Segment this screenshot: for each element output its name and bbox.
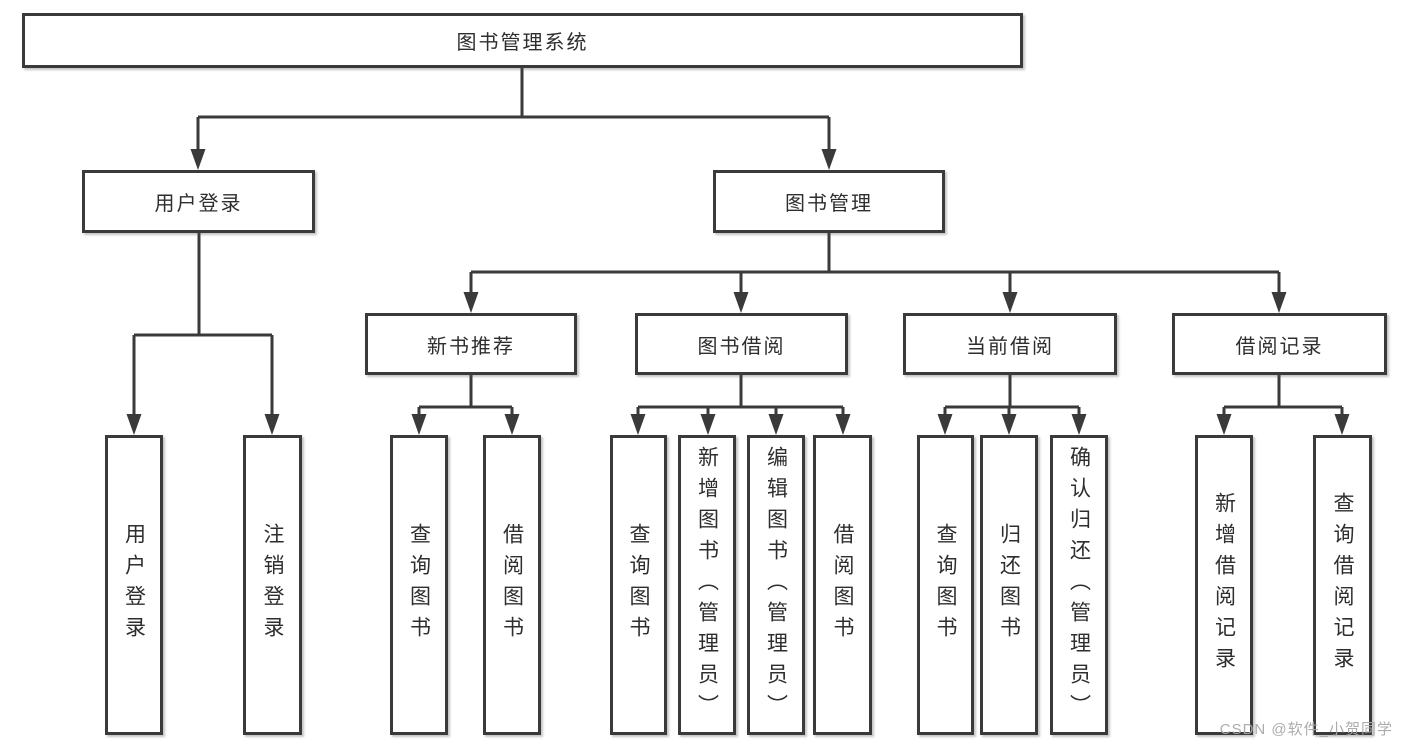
node-user-login-branch: 用户登录 <box>82 170 315 233</box>
node-label: 新增借阅记录 <box>1212 492 1236 678</box>
arrowhead-icon <box>264 414 280 435</box>
node-label: 查询借阅记录 <box>1331 492 1354 678</box>
arrowhead-icon <box>835 414 851 435</box>
node-label: 确认归还（管理员） <box>1067 445 1091 725</box>
node-leaf-add-borrow-record: 新增借阅记录 <box>1195 435 1253 735</box>
arrowhead-icon <box>1271 292 1287 313</box>
arrowhead-icon <box>937 414 953 435</box>
node-leaf-user-login: 用户登录 <box>105 435 163 735</box>
node-label: 图书借阅 <box>697 335 786 358</box>
node-leaf-query-book-3: 查询图书 <box>917 435 974 735</box>
arrowhead-icon <box>630 414 646 435</box>
node-leaf-borrow-book-1: 借阅图书 <box>483 435 541 735</box>
arrowhead-icon <box>821 149 837 170</box>
node-new-book-recommend: 新书推荐 <box>365 313 577 375</box>
node-label: 查询图书 <box>407 523 431 647</box>
arrowhead-icon <box>733 292 749 313</box>
node-label: 用户登录 <box>154 193 243 215</box>
node-leaf-query-book-1: 查询图书 <box>390 435 448 735</box>
node-label: 查询图书 <box>934 523 957 647</box>
arrowhead-icon <box>190 149 206 170</box>
node-leaf-add-book-admin: 新增图书（管理员） <box>678 435 736 735</box>
node-leaf-confirm-return: 确认归还（管理员） <box>1050 435 1108 735</box>
node-label: 当前借阅 <box>966 335 1054 358</box>
node-leaf-query-borrow-record: 查询借阅记录 <box>1313 435 1372 735</box>
node-book-management-branch: 图书管理 <box>713 170 945 233</box>
node-leaf-query-book-2: 查询图书 <box>610 435 667 735</box>
node-borrow-records: 借阅记录 <box>1172 313 1387 375</box>
arrowhead-icon <box>504 414 520 435</box>
node-label: 注销登录 <box>261 523 284 647</box>
node-label: 借阅图书 <box>831 523 854 647</box>
watermark: CSDN @软件_小贺同学 <box>1219 721 1393 738</box>
node-label: 图书管理 <box>785 193 873 215</box>
arrowhead-icon <box>463 292 479 313</box>
arrowhead-icon <box>1002 292 1018 313</box>
node-label: 归还图书 <box>997 523 1021 647</box>
node-label: 查询图书 <box>627 523 650 647</box>
arrowhead-icon <box>411 414 427 435</box>
arrowhead-icon <box>126 414 142 435</box>
node-root-system: 图书管理系统 <box>22 13 1023 68</box>
node-label: 新增图书（管理员） <box>695 445 719 725</box>
node-label: 借阅图书 <box>500 523 524 647</box>
arrowhead-icon <box>1334 414 1350 435</box>
node-leaf-return-book: 归还图书 <box>980 435 1038 735</box>
arrowhead-icon <box>700 414 716 435</box>
arrowhead-icon <box>1001 414 1017 435</box>
arrowhead-icon <box>768 414 784 435</box>
node-leaf-logout: 注销登录 <box>243 435 302 735</box>
node-label: 用户登录 <box>122 523 146 647</box>
node-label: 编辑图书（管理员） <box>764 445 788 725</box>
node-book-borrow: 图书借阅 <box>635 313 848 375</box>
node-current-borrow: 当前借阅 <box>903 313 1117 375</box>
arrowhead-icon <box>1216 414 1232 435</box>
node-leaf-borrow-book-2: 借阅图书 <box>813 435 872 735</box>
node-label: 借阅记录 <box>1235 335 1324 358</box>
node-label: 新书推荐 <box>427 335 515 358</box>
node-label: 图书管理系统 <box>456 32 589 54</box>
node-leaf-edit-book-admin: 编辑图书（管理员） <box>747 435 805 735</box>
arrowhead-icon <box>1071 414 1087 435</box>
